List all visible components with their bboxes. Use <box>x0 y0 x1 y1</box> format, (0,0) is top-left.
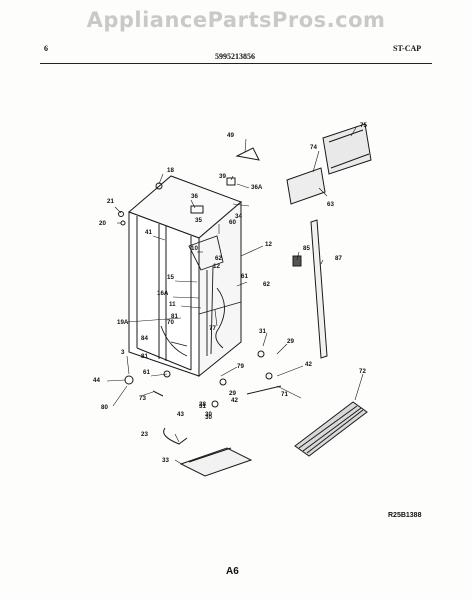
callout: 23 <box>141 431 148 438</box>
callout: 71 <box>281 391 288 398</box>
callout: 42 <box>231 397 238 404</box>
callout: 42 <box>305 361 312 368</box>
callout: 12 <box>213 263 220 270</box>
callout: 80 <box>101 404 108 411</box>
callout: 81 <box>141 353 148 360</box>
part-36 <box>190 205 204 214</box>
part-20 <box>120 220 126 226</box>
page-number: A6 <box>226 566 239 577</box>
callout: 84 <box>141 335 148 342</box>
part-49 <box>235 147 260 161</box>
trim-strip-87 <box>310 219 328 359</box>
callout: 79 <box>237 363 244 370</box>
callout: 72 <box>359 368 366 375</box>
callout: 30 <box>205 414 212 421</box>
callout: 87 <box>335 255 342 262</box>
callout: 18 <box>167 167 174 174</box>
diagram-code: R25B1388 <box>388 512 422 519</box>
toe-grille-72 <box>294 401 368 457</box>
callout: 3 <box>121 349 125 356</box>
callout: 62 <box>263 281 270 288</box>
callout: 73 <box>139 395 146 402</box>
callout: 60 <box>229 219 236 226</box>
callout: 85 <box>303 245 310 252</box>
cabinet-shell <box>128 175 242 378</box>
callout: 41 <box>145 229 152 236</box>
callout: 21 <box>107 198 114 205</box>
callout: 75 <box>360 122 367 129</box>
callout: 36A <box>251 184 263 191</box>
callout: 43 <box>177 411 184 418</box>
callout: 10 <box>191 245 198 252</box>
model-number: 5995213856 <box>215 52 255 61</box>
callout: 34 <box>235 213 242 220</box>
section-title: ST-CAP <box>393 44 422 53</box>
part-85 <box>292 255 302 267</box>
callout: 63 <box>327 201 334 208</box>
callout: 62 <box>215 255 222 262</box>
drain-tube <box>163 427 188 445</box>
callout: 12 <box>265 241 272 248</box>
part-39 <box>226 177 236 186</box>
callout: 81 <box>171 313 178 320</box>
callout: 15 <box>167 274 174 281</box>
callout: 74 <box>310 144 317 151</box>
internal-harness <box>160 235 242 357</box>
callout: 61 <box>143 369 150 376</box>
callout: 44 <box>93 377 100 384</box>
part-18 <box>155 182 163 190</box>
callout: 61 <box>241 273 248 280</box>
callout: 35 <box>195 217 202 224</box>
callout: 20 <box>99 220 106 227</box>
callout: 70 <box>167 319 174 326</box>
callout: 49 <box>227 132 234 139</box>
callout: 39 <box>219 173 226 180</box>
callout: 31 <box>259 328 266 335</box>
callout: 28 <box>199 401 206 408</box>
page-left-number: 6 <box>44 44 48 53</box>
callout: 77 <box>209 325 216 332</box>
part-21 <box>118 211 124 217</box>
callout: 29 <box>229 390 236 397</box>
leveling-leg <box>124 375 134 385</box>
callout: 33 <box>162 457 169 464</box>
header-rule <box>40 63 432 64</box>
callout: 16A <box>157 290 169 297</box>
drain-pan <box>179 447 253 477</box>
callout: 36 <box>191 193 198 200</box>
trim-parts-74-75 <box>286 123 372 205</box>
callout: 19A <box>117 319 129 326</box>
watermark-text: AppliancePartsPros.com <box>86 8 386 32</box>
callout: 30 <box>205 411 212 418</box>
callout: 31 <box>199 403 206 410</box>
callout: 11 <box>169 301 176 308</box>
callout: 29 <box>287 338 294 345</box>
exploded-parts-diagram: 49 75 74 18 39 36A 63 21 36 34 20 41 60 … <box>93 122 372 477</box>
